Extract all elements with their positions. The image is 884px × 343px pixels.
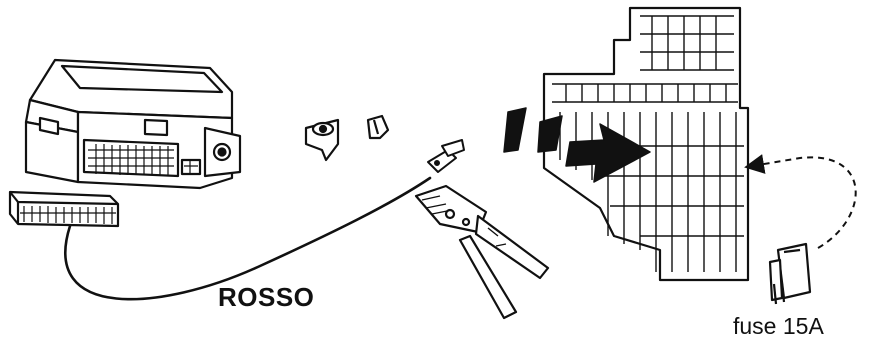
blade-terminal-icon bbox=[368, 116, 388, 138]
fuse-rating-label: fuse 15A bbox=[733, 313, 824, 340]
control-unit-icon bbox=[26, 60, 240, 188]
wire-color-label: ROSSO bbox=[218, 282, 314, 313]
dashed-arrow-icon bbox=[752, 157, 856, 248]
terminal-clip-icon bbox=[306, 120, 338, 160]
connector-plug-icon bbox=[10, 192, 118, 226]
crimping-pliers-icon bbox=[416, 186, 548, 318]
fuse-icon bbox=[770, 244, 810, 304]
wire-terminal-icon bbox=[428, 140, 464, 172]
